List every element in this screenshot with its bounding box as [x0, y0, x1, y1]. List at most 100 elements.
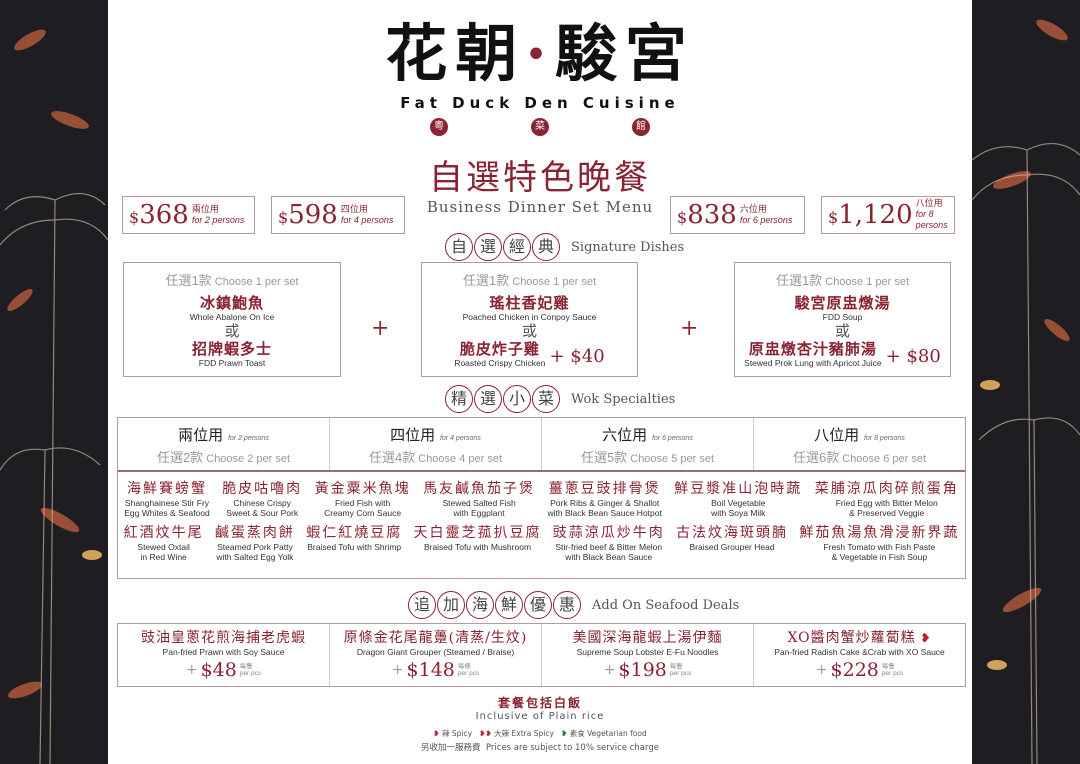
heading-char: 追 — [408, 591, 436, 619]
dish-name-en: Pan-fried Prawn with Soy Sauce — [162, 647, 285, 657]
dish-name-en: Braised Grouper Head — [689, 542, 775, 552]
choose-en: Choose 1 per set — [214, 276, 299, 288]
restaurant-logo: 花朝·駿宮 Fat Duck Den Cuisine 粵菜館 — [360, 18, 720, 136]
dish-name-en: Poached Chicken in Conpoy Sauce — [462, 312, 597, 322]
unit-en: per pcs — [669, 670, 692, 677]
choose-note: 任選2款 Choose 2 per set — [118, 447, 329, 466]
dish-name-en: Fried Fish with — [334, 498, 391, 508]
menu-title: 自選特色晚餐 Business Dinner Set Menu — [380, 158, 700, 216]
dish-name-en: with Soya Milk — [711, 508, 766, 518]
chili-icon: ❥ — [433, 729, 440, 738]
choose-cn: 任選5款 — [580, 450, 628, 465]
price-value: $148 — [406, 659, 455, 681]
persons: 八位用 for 8 persons — [754, 424, 965, 445]
choose-cn: 任選6款 — [792, 450, 840, 465]
choose-note: 任選1款 Choose 1 per set — [735, 270, 950, 289]
choose-en: Choose 1 per set — [825, 276, 910, 288]
heading-label: Signature Dishes — [571, 239, 685, 255]
persons-en: for 6 persons — [651, 435, 693, 442]
persons-en: for 2 persons — [191, 214, 245, 225]
or-label: 或 — [834, 322, 850, 340]
plus-sign: + — [815, 662, 828, 678]
dish-name-en: Steamed Pork Patty — [217, 542, 293, 552]
dish-name-en: with Black Bean Sauce — [565, 552, 653, 562]
price-value: $228 — [830, 659, 879, 681]
dish-name-cn: 美國深海龍蝦上湯伊麵 — [572, 630, 723, 646]
logo-text: 花朝 — [385, 17, 526, 90]
persons: 六位用 for 6 persons — [542, 424, 753, 445]
botanical-border-left — [0, 0, 108, 764]
plus-sign: + — [185, 662, 198, 678]
botanical-illustration-icon — [0, 29, 108, 764]
dish-name-en: Stewed Salted Fish — [442, 498, 516, 508]
dish-name-en: Boil Vegetable — [711, 498, 766, 508]
dish-name-cn: XO醬肉蟹炒蘿蔔糕 — [787, 630, 916, 646]
botanical-border-right — [972, 0, 1080, 764]
dish-name-cn: 海鮮賽螃蟹 — [126, 481, 207, 497]
persons-en: for 4 persons — [340, 214, 394, 225]
heading-char: 自 — [445, 233, 473, 261]
title-en: Business Dinner Set Menu — [426, 198, 654, 216]
dish-name-en: Fresh Tomato with Fish Paste — [823, 542, 936, 552]
choose-en: Choose 5 per set — [630, 453, 715, 465]
price-amount: $1,120 — [828, 200, 913, 230]
dish-name-en: Creamy Corn Sauce — [324, 508, 402, 518]
dish-name-cn: 菜脯涼瓜肉碎煎蛋角 — [814, 481, 959, 497]
dish-name-en: in Red Wine — [140, 552, 187, 562]
unit-cn: 每隻 — [669, 663, 683, 670]
currency-symbol: $ — [828, 208, 839, 227]
surcharge: + $40 — [549, 346, 605, 367]
price-value: 1,120 — [838, 200, 913, 230]
price-value: 598 — [288, 200, 338, 230]
price-amount: $598 — [278, 200, 338, 230]
restaurant-name: Fat Duck Den Cuisine — [400, 94, 680, 112]
choose-cn: 任選2款 — [156, 450, 204, 465]
dish-name-en: FDD Soup — [822, 312, 863, 322]
persons: 四位用 for 4 persons — [330, 424, 541, 445]
dish-name-en: Supreme Soup Lobster E-Fu Noodles — [576, 647, 719, 657]
unit-en: per pcs — [881, 670, 904, 677]
dish-name-en: with Salted Egg Yolk — [216, 552, 294, 562]
price-amount: $838 — [677, 200, 737, 230]
dish-name-cn: 冰鎮鮑魚 — [199, 294, 264, 312]
dish-name-en: Braised Tofu with Shrimp — [307, 542, 402, 552]
legend-extra-spicy: 大辣 Extra Spicy — [494, 729, 554, 738]
choose-cn: 任選1款 — [462, 273, 510, 288]
green-chili-icon: ❥ — [561, 729, 568, 738]
dish-name-en: Sweet & Sour Pork — [226, 508, 299, 518]
dish-name-cn: 古法炆海斑頭腩 — [676, 525, 789, 541]
heading-char: 小 — [503, 385, 531, 413]
dish-name-cn: 薑蔥豆豉排骨煲 — [548, 481, 661, 497]
surcharge: + $80 — [885, 346, 941, 367]
dish-name-cn: 鮮茄魚湯魚滑浸新界蔬 — [799, 525, 960, 541]
currency-symbol: $ — [278, 208, 289, 227]
persons-en: for 8 persons — [915, 209, 948, 230]
heading-char: 選 — [474, 233, 502, 261]
dish-name-cn: 豉蒜涼瓜炒牛肉 — [552, 525, 665, 541]
dish-name-en: with Black Bean Sauce Hotpot — [547, 508, 662, 518]
footer: 套餐包括白飯 Inclusive of Plain rice ❥ 辣 Spicy… — [380, 694, 700, 753]
seal: 粵 — [430, 118, 448, 136]
dish-name-en: & Vegetable in Fish Soup — [831, 552, 928, 562]
choose-cn: 任選1款 — [165, 273, 212, 288]
persons-en: for 6 persons — [739, 214, 793, 225]
choose-note: 任選1款 Choose 1 per set — [422, 270, 637, 289]
